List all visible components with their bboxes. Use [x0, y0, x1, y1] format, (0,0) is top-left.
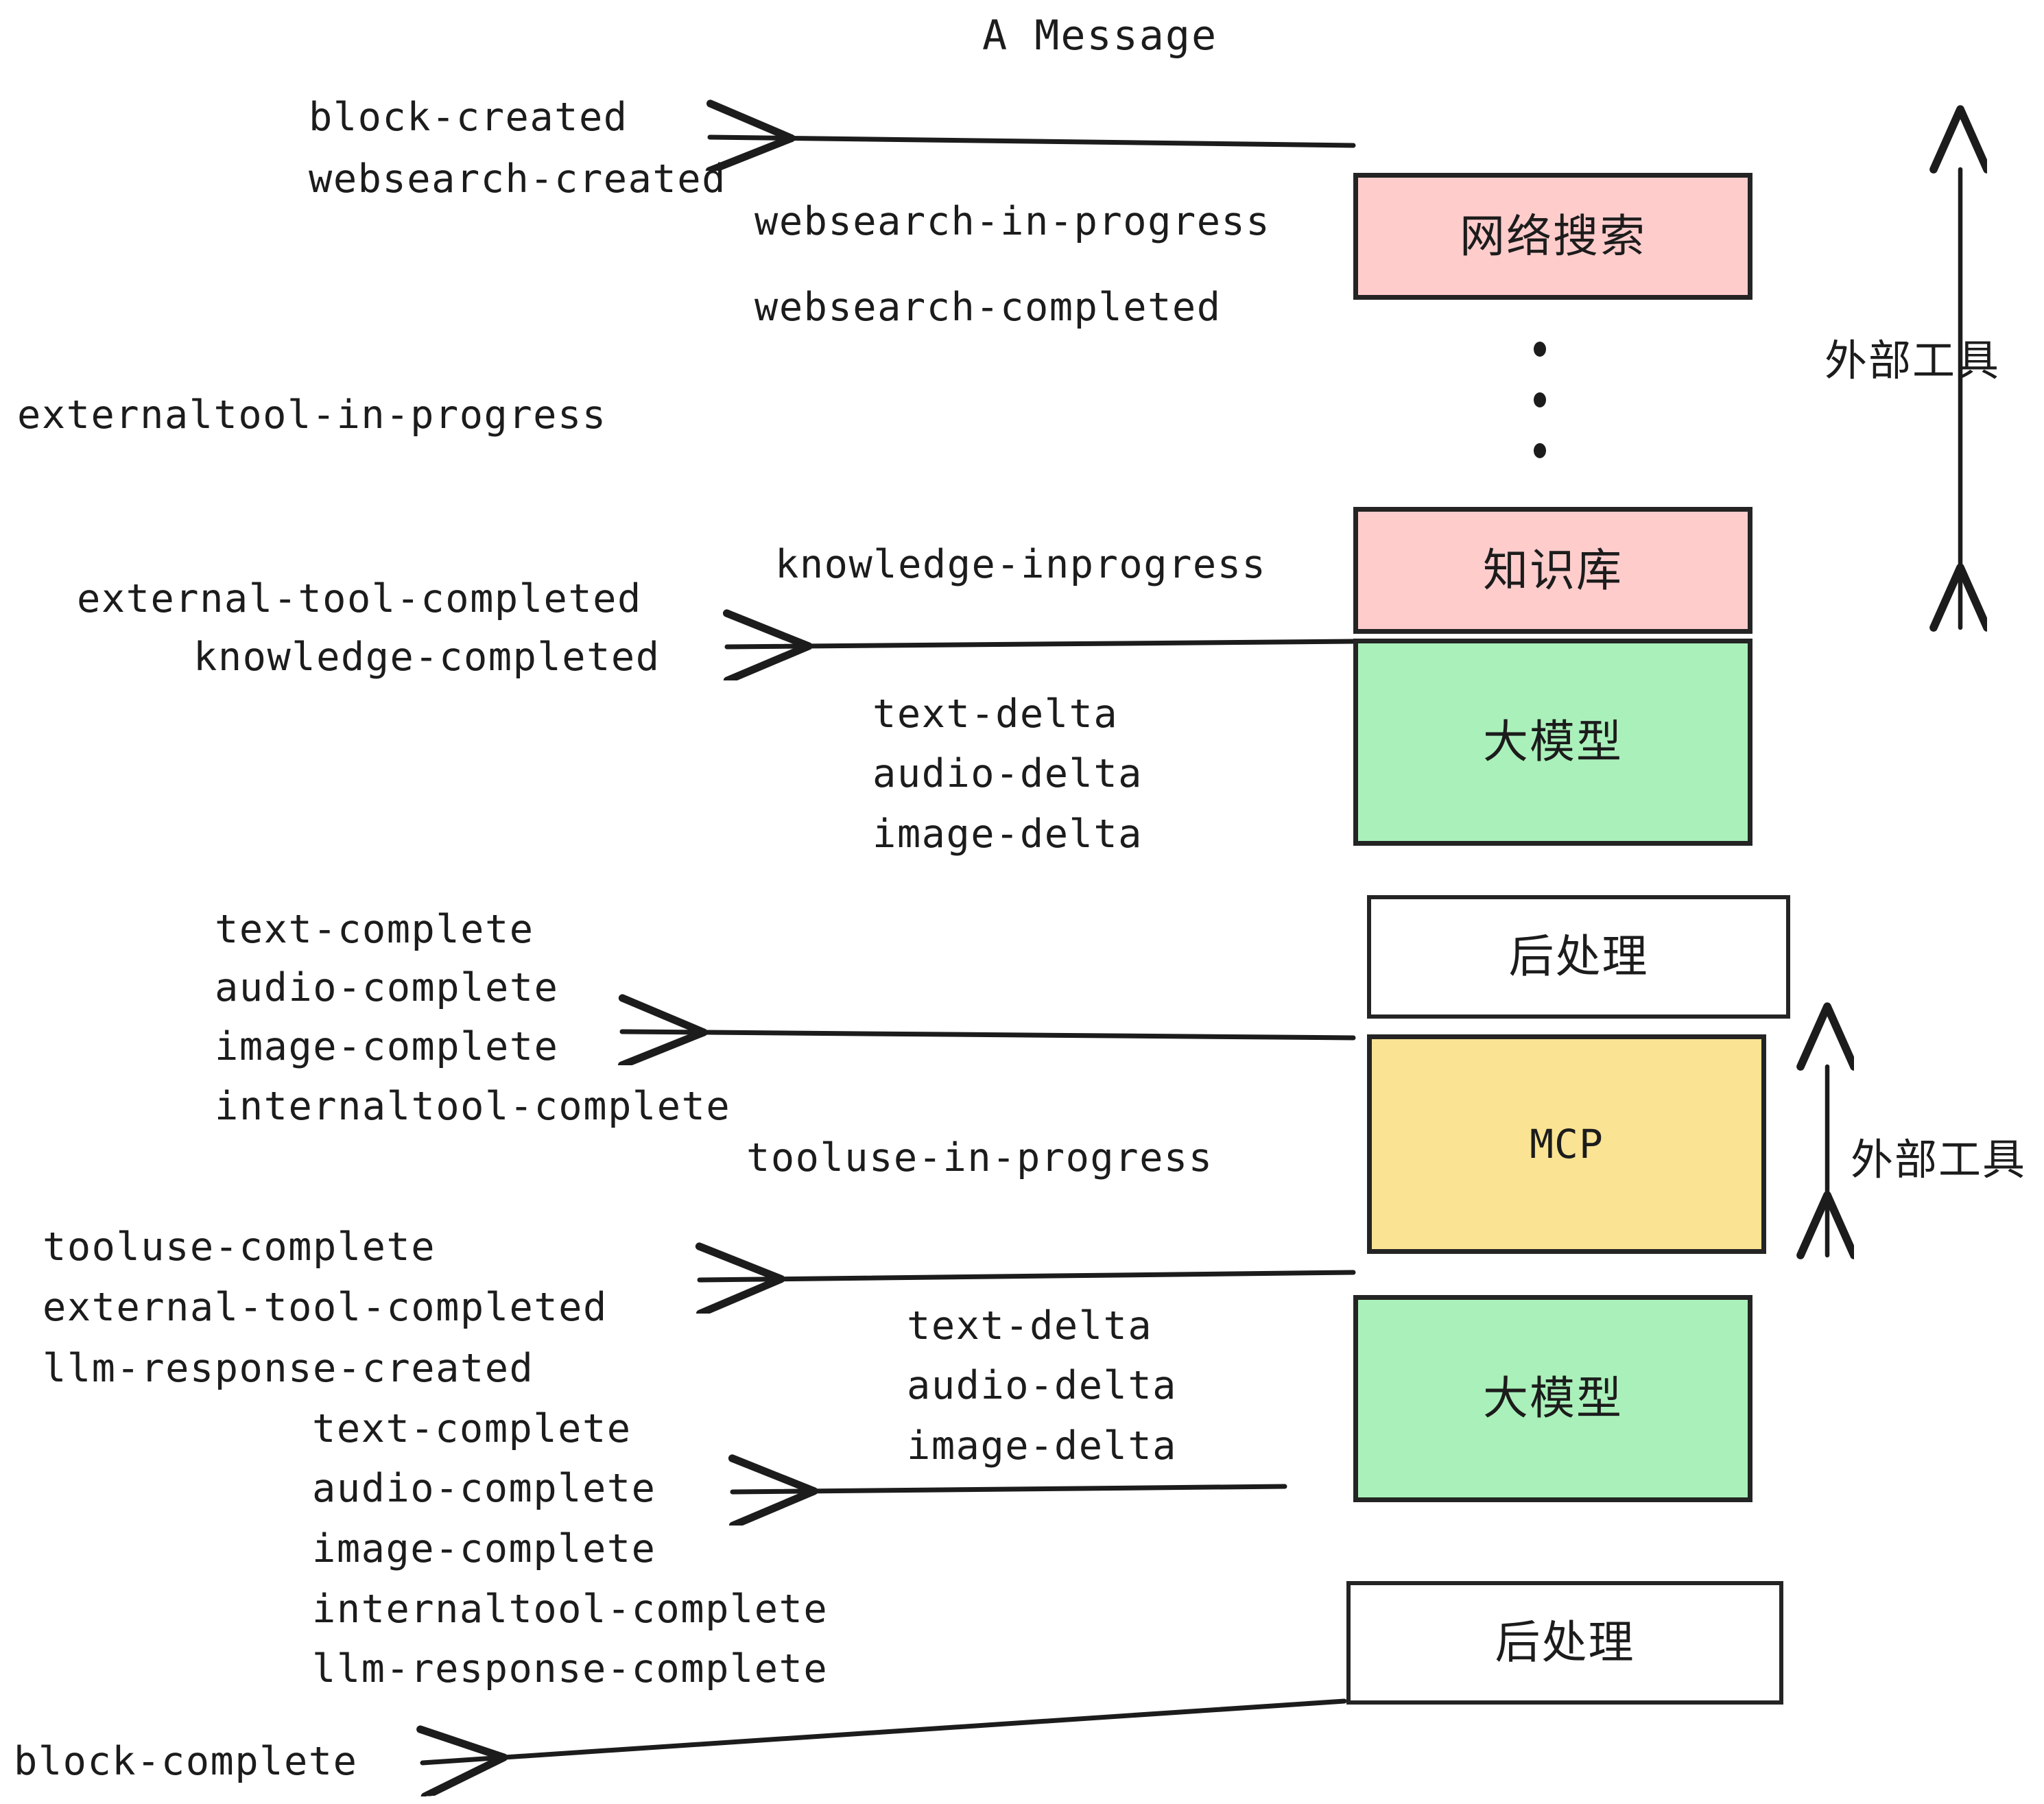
post-process-box-upper-label: 后处理	[1508, 930, 1649, 983]
web-search-box[interactable]: 网络搜索	[1353, 173, 1752, 300]
llm-box-lower[interactable]: 大模型	[1353, 1295, 1752, 1502]
event-tooluse-complete: tooluse-complete	[43, 1224, 436, 1270]
arrow-tooluse-complete	[700, 1272, 1356, 1280]
event-llm-response-complete: llm-response-complete	[312, 1646, 829, 1692]
mcp-box[interactable]: MCP	[1367, 1034, 1766, 1254]
event-websearch-in-progress: websearch-in-progress	[754, 199, 1271, 244]
event-external-tool-completed-lower: external-tool-completed	[43, 1285, 608, 1330]
knowledge-base-box-label: 知识库	[1483, 543, 1623, 597]
arrow-knowledge-completed	[727, 641, 1356, 647]
event-externaltool-in-progress: externaltool-in-progress	[17, 392, 607, 438]
event-websearch-created: websearch-created	[309, 156, 726, 202]
event-audio-delta-upper: audio-delta	[872, 751, 1143, 796]
event-image-complete-lower: image-complete	[312, 1526, 656, 1571]
ellipsis-dot	[1534, 392, 1546, 407]
event-image-delta-upper: image-delta	[872, 811, 1143, 857]
event-audio-delta-lower: audio-delta	[907, 1363, 1177, 1408]
event-internaltool-complete-upper: internaltool-complete	[215, 1084, 731, 1129]
event-text-complete-upper: text-complete	[215, 907, 534, 952]
post-process-box-lower[interactable]: 后处理	[1346, 1581, 1783, 1705]
event-image-complete-upper: image-complete	[215, 1024, 559, 1069]
event-websearch-completed: websearch-completed	[754, 285, 1222, 330]
event-audio-complete-upper: audio-complete	[215, 965, 559, 1010]
event-knowledge-completed: knowledge-completed	[193, 634, 661, 680]
event-llm-response-created: llm-response-created	[43, 1346, 534, 1391]
event-text-complete-lower: text-complete	[312, 1406, 632, 1451]
ellipsis-dot	[1534, 342, 1546, 357]
knowledge-base-box[interactable]: 知识库	[1353, 507, 1752, 634]
diagram-title: A Message	[982, 12, 1218, 60]
event-block-complete: block-complete	[14, 1739, 358, 1784]
event-knowledge-inprogress: knowledge-inprogress	[775, 542, 1267, 587]
event-internaltool-complete-lower: internaltool-complete	[312, 1587, 829, 1632]
arrow-block-complete	[423, 1698, 1347, 1763]
post-process-box-upper[interactable]: 后处理	[1367, 895, 1790, 1019]
arrow-image-complete	[622, 1032, 1356, 1038]
llm-box-upper-label: 大模型	[1483, 715, 1623, 768]
vertical-ellipsis	[1533, 342, 1547, 458]
llm-box-upper[interactable]: 大模型	[1353, 639, 1752, 846]
ellipsis-dot	[1534, 443, 1546, 458]
event-external-tool-completed-upper: external-tool-completed	[77, 576, 642, 621]
web-search-box-label: 网络搜索	[1460, 209, 1646, 263]
event-audio-complete-lower: audio-complete	[312, 1466, 656, 1511]
event-image-delta-lower: image-delta	[907, 1423, 1177, 1469]
mcp-box-label: MCP	[1530, 1121, 1604, 1167]
llm-box-lower-label: 大模型	[1483, 1372, 1623, 1425]
event-text-delta-upper: text-delta	[872, 691, 1119, 737]
event-text-delta-lower: text-delta	[907, 1303, 1153, 1349]
event-block-created: block-created	[309, 95, 628, 140]
external-tool-label-lower: 外部工具	[1851, 1135, 2027, 1185]
arrow-audio-complete	[733, 1486, 1287, 1492]
external-tool-label-upper: 外部工具	[1825, 335, 2001, 385]
arrow-block-created	[710, 137, 1356, 145]
post-process-box-lower-label: 后处理	[1495, 1616, 1635, 1669]
event-tooluse-in-progress: tooluse-in-progress	[746, 1135, 1213, 1180]
